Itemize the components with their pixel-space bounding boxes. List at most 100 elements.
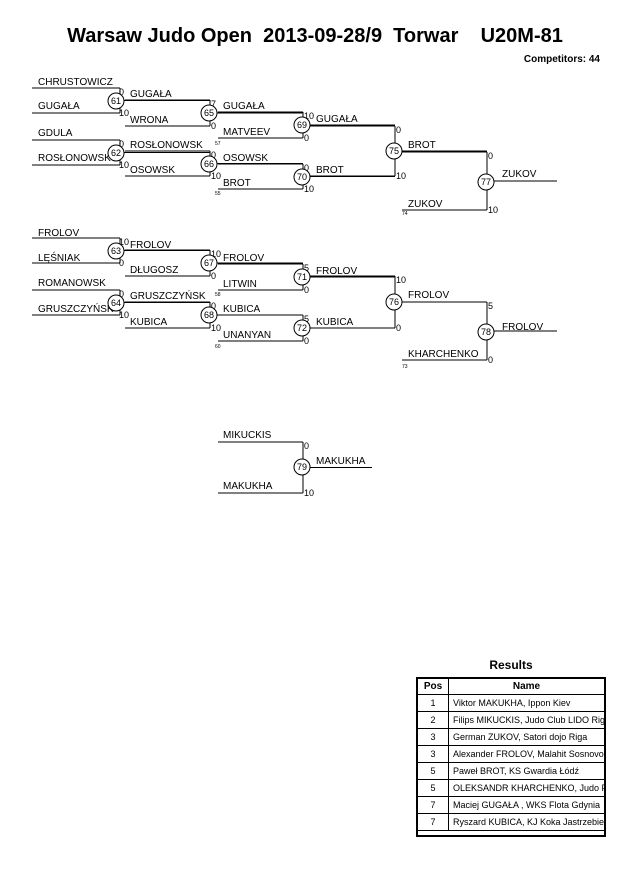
results-header-row: Pos Name xyxy=(418,679,604,695)
contest-circle xyxy=(293,168,311,186)
score: 10 xyxy=(304,111,314,121)
results-name: OLEKSANDR KHARCHENKO, Judo Fighter xyxy=(448,779,604,797)
contest-number: 68 xyxy=(204,310,214,320)
seed-number: 60 xyxy=(215,344,221,350)
score: 10 xyxy=(119,160,129,170)
competitor-name: FROLOV xyxy=(38,228,79,239)
score: 0 xyxy=(211,271,216,281)
score: 5 xyxy=(304,263,309,273)
contest-circle xyxy=(200,104,218,122)
competitor-name: FROLOV xyxy=(408,290,449,301)
contest-circle xyxy=(293,319,311,337)
score: 10 xyxy=(304,488,314,498)
results-name: Viktor MAKUKHA, Ippon Kiev xyxy=(448,694,604,712)
score: 0 xyxy=(304,336,309,346)
results-pos: 7 xyxy=(418,796,449,814)
competitor-name: LĘŚNIAK xyxy=(38,251,81,264)
score: 0 xyxy=(488,355,493,365)
contest-number: 71 xyxy=(297,272,307,282)
score: 10 xyxy=(396,275,406,285)
contest-circle xyxy=(107,294,125,312)
results-pos: 3 xyxy=(418,728,449,746)
contest-circle xyxy=(107,92,125,110)
competitor-name: GUGAŁA xyxy=(130,89,172,100)
results-pos: 5 xyxy=(418,779,449,797)
score: 0 xyxy=(488,151,493,161)
competitor-name: MAKUKHA xyxy=(316,456,366,467)
score: 5 xyxy=(304,314,309,324)
contest-circle xyxy=(200,306,218,324)
score: 10 xyxy=(211,323,221,333)
score: 0 xyxy=(304,133,309,143)
results-pos: 2 xyxy=(418,711,449,729)
score: 0 xyxy=(304,441,309,451)
contest-circle xyxy=(200,155,218,173)
results-name: German ZUKOV, Satori dojo Riga xyxy=(448,728,604,746)
competitor-name: FROLOV xyxy=(223,253,264,264)
score: 0 xyxy=(211,150,216,160)
seed-number: 74 xyxy=(402,211,408,217)
competitor-name: WRONA xyxy=(130,115,169,126)
competitor-name: GUGAŁA xyxy=(316,114,358,125)
contest-number: 76 xyxy=(389,297,399,307)
score: 0 xyxy=(119,87,124,97)
competitor-name: UNANYAN xyxy=(223,330,271,341)
seed-number: 58 xyxy=(215,292,221,298)
contest-circle xyxy=(200,254,218,272)
competitors-count: Competitors: 44 xyxy=(523,54,600,65)
competitor-name: GRUSZCZYŃSK xyxy=(38,302,114,315)
score: 0 xyxy=(211,121,216,131)
competitor-name: KUBICA xyxy=(316,317,354,328)
competitor-name: LITWIN xyxy=(223,279,257,290)
score: 0 xyxy=(211,301,216,311)
contest-number: 79 xyxy=(297,462,307,472)
contest-number: 70 xyxy=(297,172,307,182)
results-pos: 1 xyxy=(418,694,449,712)
contest-number: 75 xyxy=(389,146,399,156)
competitor-name: OSOWSK xyxy=(223,153,268,164)
contest-circle xyxy=(293,458,311,476)
page-title: Warsaw Judo Open 2013-09-28/9 Torwar U20… xyxy=(67,25,563,47)
competitor-name: FROLOV xyxy=(130,240,171,251)
competitor-name: GUGAŁA xyxy=(223,101,265,112)
score: 7 xyxy=(211,99,216,109)
score: 0 xyxy=(396,125,401,135)
competitor-name: DŁUGOSZ xyxy=(130,265,178,276)
score: 10 xyxy=(396,171,406,181)
competitor-name: KHARCHENKO xyxy=(408,349,479,360)
competitor-name: ROSŁONOWSK xyxy=(130,140,203,151)
tournament-bracket: CHRUSTOWICZ GUGAŁA GDULA ROSŁONOWSK FROLOV LĘ… xyxy=(32,77,557,498)
contest-number: 72 xyxy=(297,323,307,333)
contest-number: 69 xyxy=(297,120,307,130)
competitor-name: MATVEEV xyxy=(223,127,270,138)
score: 10 xyxy=(488,205,498,215)
results-pos: 3 xyxy=(418,745,449,763)
results-name: Paweł BROT, KS Gwardia Łódź xyxy=(448,762,604,780)
score: 0 xyxy=(396,323,401,333)
competitor-name: GRUSZCZYŃSK xyxy=(130,289,206,302)
contest-number: 66 xyxy=(204,159,214,169)
results-name: Alexander FROLOV, Malahit Sosnovoborsk xyxy=(448,745,604,763)
contest-number: 77 xyxy=(481,177,491,187)
score: 5 xyxy=(488,301,493,311)
competitor-name: KUBICA xyxy=(130,317,168,328)
contest-number: 62 xyxy=(111,148,121,158)
competitor-name: MAKUKHA xyxy=(223,481,273,492)
competitor-name: ZUKOV xyxy=(408,199,443,210)
score: 10 xyxy=(304,184,314,194)
results-name: Maciej GUGAŁA , WKS Flota Gdynia xyxy=(448,796,604,814)
competitor-name: OSOWSK xyxy=(130,165,175,176)
score: 0 xyxy=(119,139,124,149)
competitor-name: KUBICA xyxy=(223,304,261,315)
contest-circle xyxy=(477,173,495,191)
contest-circle xyxy=(293,268,311,286)
competitor-name: CHRUSTOWICZ xyxy=(38,77,113,88)
contest-number: 63 xyxy=(111,246,121,256)
competitor-name: GDULA xyxy=(38,128,73,139)
score: 0 xyxy=(119,289,124,299)
